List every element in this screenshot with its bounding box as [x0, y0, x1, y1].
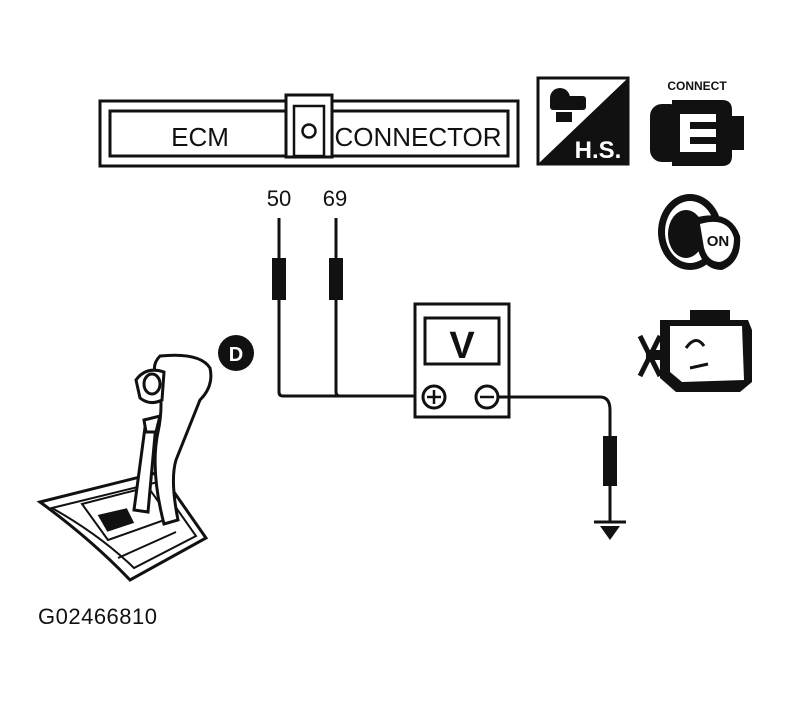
meter-unit-label: V [449, 325, 475, 367]
hs-label: H.S. [575, 137, 622, 164]
connector-name-label: CONNECTOR [334, 122, 501, 152]
pin-label-50: 50 [267, 186, 291, 211]
connector-ecm-label: ECM [171, 122, 229, 152]
connect-label: CONNECT [667, 79, 727, 93]
gear-shifter-icon [36, 353, 213, 582]
ignition-key-on-icon: ON [658, 194, 741, 270]
engine-stop-icon [637, 310, 752, 392]
hs-scan-tool-icon: H.S. [536, 76, 630, 166]
pin-label-69: 69 [323, 186, 347, 211]
ground-lead [498, 395, 626, 540]
voltmeter: V [413, 302, 511, 419]
connect-icon: CONNECT [650, 79, 744, 166]
gear-position-letter: D [229, 344, 243, 366]
ignition-on-label: ON [707, 233, 730, 250]
gear-position-badge: D [218, 335, 254, 371]
figure-id: G02466810 [38, 604, 158, 629]
probe-lead-69 [329, 218, 343, 398]
probe-lead-50 [272, 218, 420, 398]
ecm-connector: ECM CONNECTOR [98, 93, 520, 168]
